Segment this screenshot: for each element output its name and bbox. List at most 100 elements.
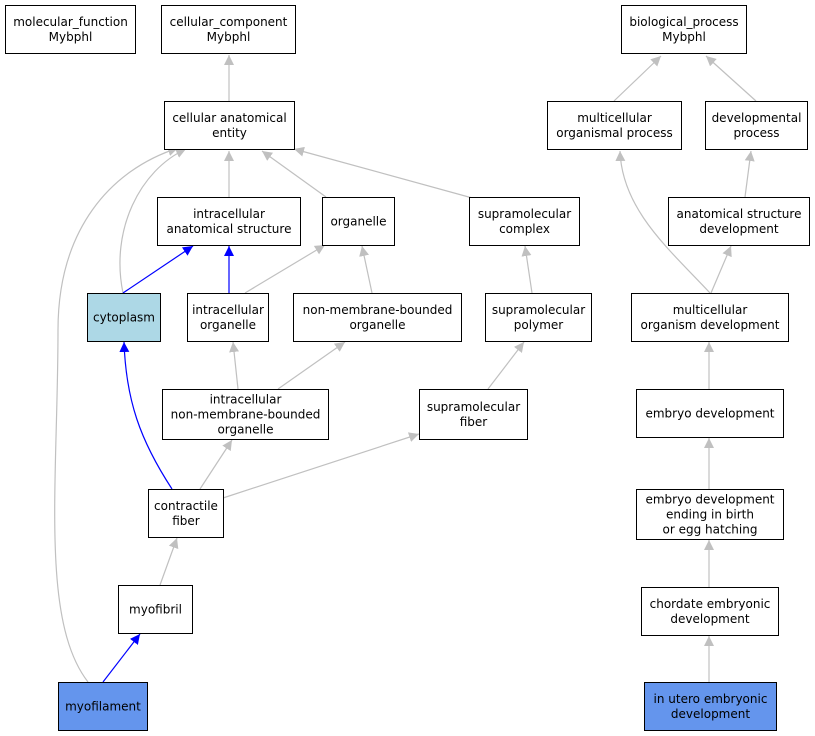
edge-cytoplasm-to-intracellular_anatomical_structure (122, 245, 194, 294)
node-intracellular-nmb-organelle[interactable]: intracellularnon-membrane-boundedorganel… (162, 389, 329, 440)
node-label-line: development (699, 222, 778, 236)
node-label-line: anatomical structure (167, 222, 292, 236)
node-label-line: cytoplasm (93, 311, 155, 325)
edge-non_membrane_bounded_organelle-to-organelle (359, 245, 373, 294)
edge-layer (54, 55, 757, 683)
node-label-line: molecular_function (13, 15, 128, 29)
node-cytoplasm[interactable]: cytoplasm (87, 293, 161, 342)
node-label-line: chordate embryonic (650, 597, 771, 611)
node-label-line: development (670, 612, 749, 626)
edge-supramolecular_fiber-to-supramolecular_polymer (487, 341, 525, 390)
edge-supramolecular_complex-to-cellular_anatomical_entity (293, 146, 477, 200)
node-box[interactable] (87, 293, 161, 342)
node-label-line: fiber (172, 514, 200, 528)
node-box[interactable] (5, 5, 136, 54)
node-box[interactable] (641, 587, 779, 636)
node-box[interactable] (469, 197, 580, 246)
node-box[interactable] (293, 293, 462, 342)
node-box[interactable] (636, 489, 784, 540)
node-label-line: non-membrane-bounded (171, 408, 321, 422)
node-box[interactable] (162, 389, 329, 440)
node-label-line: intracellular (192, 303, 264, 317)
node-label-line: process (733, 126, 779, 140)
edge-myofilament-to-cellular_anatomical_entity (54, 146, 179, 683)
node-label-line: cellular anatomical (172, 111, 286, 125)
edge-multicellular_organismal_process-to-biological_process (613, 55, 662, 102)
node-box[interactable] (419, 389, 528, 440)
edge-contractile_fiber-to-cytoplasm (119, 341, 173, 490)
edge-cytoplasm-to-cellular_anatomical_entity (119, 148, 187, 294)
node-label-line: or egg hatching (663, 523, 758, 537)
node-box[interactable] (157, 197, 301, 246)
node-box[interactable] (187, 293, 269, 342)
node-box[interactable] (161, 5, 296, 54)
node-label-line: contractile (154, 499, 218, 513)
node-myofibril[interactable]: myofibril (118, 585, 193, 634)
node-box[interactable] (148, 489, 224, 538)
node-label-line: anatomical structure (677, 207, 802, 221)
edge-anatomical_structure_development-to-developmental_process (744, 150, 755, 198)
node-label-line: entity (212, 126, 247, 140)
node-organelle[interactable]: organelle (322, 197, 395, 246)
node-label-line: organelle (330, 215, 386, 229)
node-box[interactable] (58, 682, 148, 731)
node-box[interactable] (485, 293, 592, 342)
node-box[interactable] (636, 389, 784, 438)
edge-supramolecular_polymer-to-supramolecular_complex (521, 245, 533, 294)
node-label-line: biological_process (629, 15, 738, 29)
edge-contractile_fiber-to-intracellular_nmb_organelle (199, 439, 233, 490)
node-label-line: intracellular (210, 393, 282, 407)
node-box[interactable] (118, 585, 193, 634)
edge-multicellular_organism_development-to-multicellular_organismal_process (615, 150, 711, 294)
node-label-line: organism development (641, 318, 780, 332)
node-box[interactable] (547, 101, 682, 150)
node-label-line: organelle (200, 318, 256, 332)
node-box[interactable] (644, 682, 777, 731)
edge-intracellular_organelle-to-organelle (244, 244, 326, 294)
node-label-line: multicellular (577, 111, 652, 125)
node-label-line: non-membrane-bounded (303, 303, 453, 317)
node-label-line: Mybphl (49, 30, 93, 44)
node-box[interactable] (668, 197, 810, 246)
node-label-line: cellular_component (170, 15, 288, 29)
edge-contractile_fiber-to-supramolecular_fiber (222, 432, 420, 499)
node-label-line: myofilament (65, 700, 141, 714)
node-label-line: organelle (349, 318, 405, 332)
node-box[interactable] (164, 101, 295, 150)
edge-organelle-to-cellular_anatomical_entity (261, 150, 327, 198)
edge-myofibril-to-contractile_fiber (159, 537, 179, 586)
node-label-line: supramolecular (478, 207, 571, 221)
node-label-line: organelle (217, 423, 273, 437)
node-embryo-development[interactable]: embryo development (636, 389, 784, 438)
node-box[interactable] (621, 5, 747, 54)
edge-intracellular_nmb_organelle-to-intracellular_organelle (229, 341, 240, 390)
node-label-line: embryo development (645, 407, 774, 421)
node-box[interactable] (322, 197, 395, 246)
node-label-line: intracellular (193, 207, 265, 221)
node-label-line: fiber (460, 415, 488, 429)
node-box[interactable] (631, 293, 789, 342)
node-myofilament[interactable]: myofilament (58, 682, 148, 731)
edge-intracellular_nmb_organelle-to-non_membrane_bounded_organelle (277, 341, 346, 390)
node-box[interactable] (705, 101, 808, 150)
